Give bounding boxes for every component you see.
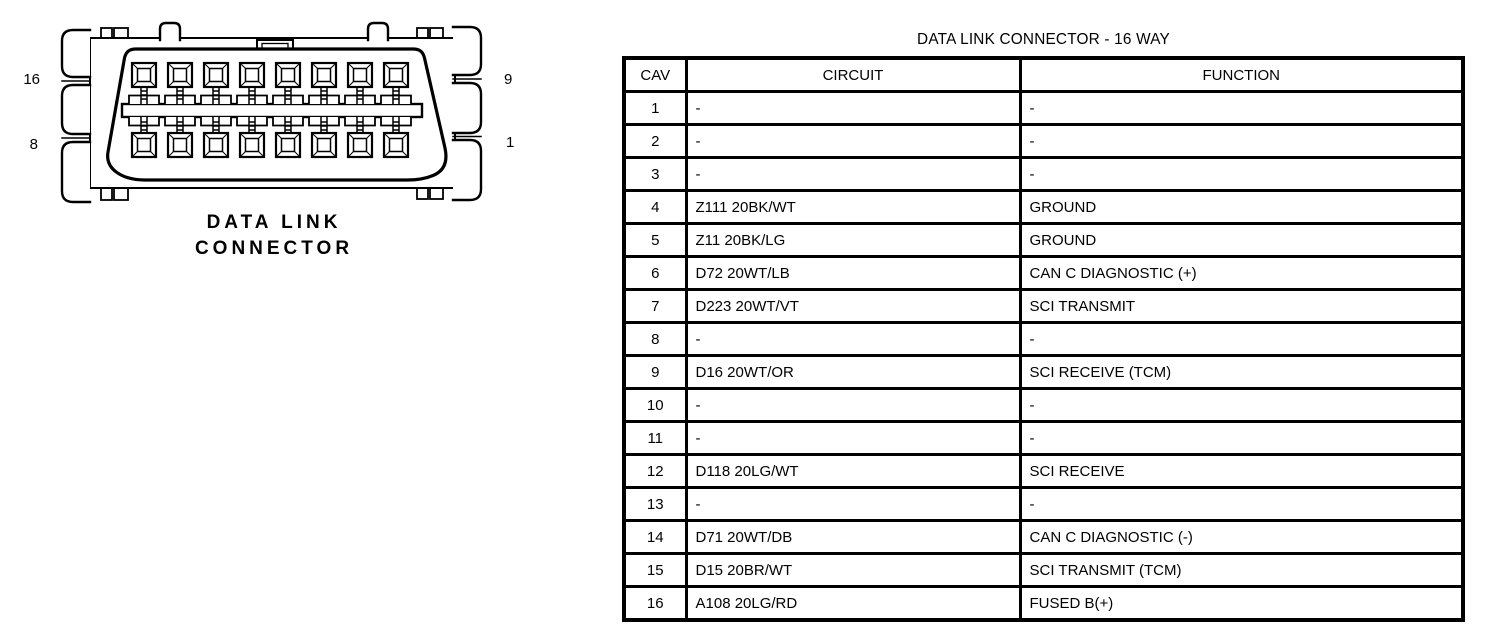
data-link-connector-drawing: 16 8 9 1 [23, 21, 514, 204]
function-cell: SCI TRANSMIT [1018, 288, 1465, 324]
column-header: CAV [622, 56, 688, 93]
pin-column [308, 61, 340, 159]
housing-top-vents [100, 27, 444, 39]
pin-label-9: 9 [504, 71, 512, 88]
cav-cell: 8 [622, 321, 688, 357]
function-cell: CAN C DIAGNOSTIC (-) [1018, 519, 1465, 555]
function-cell: SCI RECEIVE [1018, 453, 1465, 489]
function-cell: FUSED B(+) [1018, 585, 1465, 622]
table-row: 11-- [622, 420, 1465, 456]
circuit-cell: - [684, 90, 1022, 126]
cav-cell: 13 [622, 486, 688, 522]
housing-top-tabs [158, 21, 390, 42]
circuit-cell: Z111 20BK/WT [684, 189, 1022, 225]
circuit-cell: D72 20WT/LB [684, 255, 1022, 291]
circuit-cell: - [684, 387, 1022, 423]
pin-column [344, 61, 376, 159]
circuit-cell: - [684, 486, 1022, 522]
pin-column [128, 61, 160, 159]
circuit-cell: - [684, 156, 1022, 192]
pin-column [164, 61, 196, 159]
cav-cell: 3 [622, 156, 688, 192]
column-header: CIRCUIT [684, 56, 1022, 93]
connector-caption: DATA LINK CONNECTOR [0, 210, 548, 262]
right-mounting-clips [451, 25, 483, 202]
center-terminal-bar [120, 102, 424, 119]
table-row: 8-- [622, 321, 1465, 357]
pin-column [380, 61, 412, 159]
function-cell: - [1018, 321, 1465, 357]
column-header: FUNCTION [1018, 56, 1465, 93]
function-cell: GROUND [1018, 222, 1465, 258]
cav-cell: 2 [622, 123, 688, 159]
function-cell: GROUND [1018, 189, 1465, 225]
cav-cell: 16 [622, 585, 688, 622]
table-title: DATA LINK CONNECTOR - 16 WAY [917, 31, 1170, 48]
circuit-cell: D223 20WT/VT [684, 288, 1022, 324]
function-cell: SCI RECEIVE (TCM) [1018, 354, 1465, 390]
circuit-cell: D15 20BR/WT [684, 552, 1022, 588]
connector-caption-line1: DATA LINK [206, 212, 342, 233]
function-cell: SCI TRANSMIT (TCM) [1018, 552, 1465, 588]
function-cell: - [1018, 156, 1465, 192]
cav-cell: 10 [622, 387, 688, 423]
cav-cell: 15 [622, 552, 688, 588]
pin-column [236, 61, 268, 159]
left-mounting-clips [60, 28, 92, 204]
circuit-cell: D118 20LG/WT [684, 453, 1022, 489]
table-row: 10-- [622, 387, 1465, 423]
cav-cell: 11 [622, 420, 688, 456]
function-cell: - [1018, 90, 1465, 126]
center-key-notch [256, 39, 294, 50]
pin-column [200, 61, 232, 159]
circuit-cell: A108 20LG/RD [684, 585, 1022, 622]
circuit-cell: Z11 20BK/LG [684, 222, 1022, 258]
cav-cell: 14 [622, 519, 688, 555]
function-cell: - [1018, 486, 1465, 522]
circuit-cell: - [684, 420, 1022, 456]
connector-caption-line2: CONNECTOR [194, 238, 354, 259]
circuit-cell: - [684, 321, 1022, 357]
cav-cell: 1 [622, 90, 688, 126]
cav-cell: 4 [622, 189, 688, 225]
pin-column [272, 61, 304, 159]
pin-grid [128, 61, 412, 159]
table-row: 2-- [622, 123, 1465, 159]
pin-label-16: 16 [23, 71, 40, 88]
pin-label-8: 8 [30, 136, 38, 153]
cav-cell: 9 [622, 354, 688, 390]
pin-label-1: 1 [506, 134, 514, 151]
housing-bottom-feet [100, 187, 444, 201]
function-cell: CAN C DIAGNOSTIC (+) [1018, 255, 1465, 291]
function-cell: - [1018, 420, 1465, 456]
circuit-cell: - [684, 123, 1022, 159]
cav-cell: 5 [622, 222, 688, 258]
table-row: 3-- [622, 156, 1465, 192]
connector-figure: 16 8 9 1 DATA LINK CONNECTOR [0, 0, 560, 290]
function-cell: - [1018, 387, 1465, 423]
circuit-cell: D16 20WT/OR [684, 354, 1022, 390]
table-row: 1-- [622, 90, 1465, 126]
cav-cell: 12 [622, 453, 688, 489]
cav-cell: 7 [622, 288, 688, 324]
circuit-cell: D71 20WT/DB [684, 519, 1022, 555]
table-row: 13-- [622, 486, 1465, 522]
function-cell: - [1018, 123, 1465, 159]
cav-cell: 6 [622, 255, 688, 291]
